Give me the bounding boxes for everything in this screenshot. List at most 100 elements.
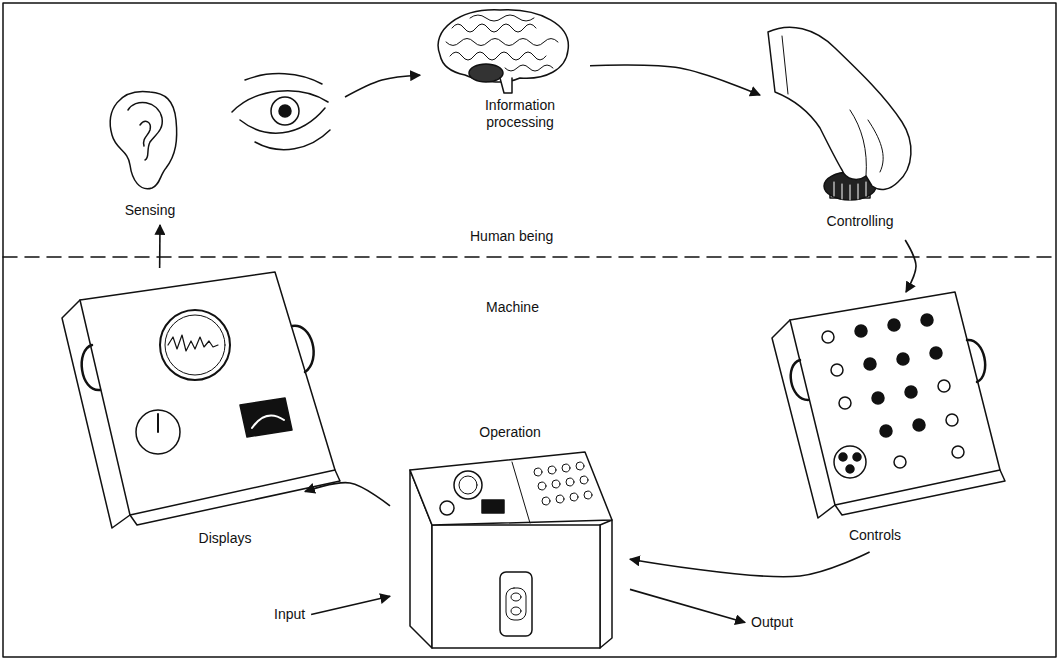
finger-line xyxy=(868,120,883,172)
eye-brow xyxy=(245,74,322,84)
brain-fold xyxy=(450,52,546,60)
knob-open xyxy=(822,331,834,343)
button xyxy=(584,491,592,499)
divider-line xyxy=(3,256,1056,258)
knob-open xyxy=(831,364,843,376)
meter-arc xyxy=(252,416,284,429)
window-part xyxy=(511,607,521,615)
panel-handle xyxy=(82,345,100,390)
machine-front xyxy=(432,525,600,648)
eye-pupil xyxy=(279,105,291,117)
knob-open xyxy=(938,380,950,392)
flow-arrow xyxy=(590,65,760,95)
window-part xyxy=(506,588,526,620)
button xyxy=(562,464,570,472)
control-panel xyxy=(790,292,1000,505)
caption: Information processing xyxy=(467,97,573,131)
input-label: Input xyxy=(268,604,311,625)
region-label: Machine xyxy=(486,299,539,316)
machine-dial xyxy=(459,476,477,494)
button xyxy=(538,482,546,490)
flow-arrow xyxy=(905,240,916,292)
button xyxy=(548,466,556,474)
knob-dark xyxy=(930,347,942,359)
panel-handle xyxy=(967,340,985,382)
frame xyxy=(3,3,1056,657)
knob-dark xyxy=(888,319,900,331)
brain-cerebellum xyxy=(469,64,503,82)
region-label: Human being xyxy=(470,228,553,245)
button xyxy=(566,478,574,486)
knob-dark xyxy=(905,386,917,398)
brain-fold xyxy=(505,65,553,71)
socket-pin xyxy=(853,453,861,461)
flow-arrow xyxy=(630,552,870,577)
knob-dark xyxy=(897,353,909,365)
brain-fold xyxy=(446,39,558,46)
eye-iris xyxy=(271,97,299,125)
controlling-figure: Controlling xyxy=(760,10,925,240)
console-divider xyxy=(512,462,530,523)
machine-window xyxy=(500,572,532,636)
button xyxy=(570,493,578,501)
socket xyxy=(834,446,866,478)
knob-open xyxy=(946,414,958,426)
ear-canal xyxy=(140,121,150,146)
eye-fold xyxy=(255,130,330,150)
hand-cuff xyxy=(782,36,788,94)
button xyxy=(552,480,560,488)
knob-dark xyxy=(913,419,925,431)
flow-arrow xyxy=(305,483,390,506)
knob-dark xyxy=(855,325,867,337)
caption: Displays xyxy=(199,530,252,547)
displays-panel: Displays xyxy=(50,268,305,551)
machine-dial xyxy=(440,501,454,515)
caption: Sensing xyxy=(125,202,176,219)
knob-ridges xyxy=(834,182,866,200)
ear-fold xyxy=(128,102,162,160)
hand-outline xyxy=(768,27,911,189)
machine-dial xyxy=(454,471,482,499)
knob-dark xyxy=(921,314,933,326)
knob-dark xyxy=(864,358,876,370)
caption: Controls xyxy=(849,527,901,544)
flow-arrow xyxy=(345,75,420,97)
ear-outline xyxy=(110,92,176,189)
button xyxy=(542,497,550,505)
machine-meter xyxy=(482,500,504,513)
sensing-figure: Sensing xyxy=(95,65,345,225)
signal-wave xyxy=(168,335,218,351)
panel-handle xyxy=(292,326,314,372)
button xyxy=(556,495,564,503)
panel-handle xyxy=(791,360,808,400)
display-panel xyxy=(80,272,335,515)
socket-pin xyxy=(846,465,854,473)
brain-outline xyxy=(438,10,568,82)
flow-arrow xyxy=(311,596,390,614)
knob-dark xyxy=(880,425,892,437)
processing-figure: Information processing xyxy=(420,5,590,140)
button xyxy=(576,462,584,470)
oscilloscope xyxy=(160,310,230,380)
button xyxy=(534,468,542,476)
output-label: Output xyxy=(745,612,799,633)
machine-buttons xyxy=(534,462,592,505)
meter xyxy=(240,398,292,437)
caption: Output xyxy=(751,614,793,631)
finger-line xyxy=(850,110,866,176)
dial xyxy=(136,410,180,454)
operation-machine: Operation xyxy=(390,420,630,652)
socket-pin xyxy=(839,453,847,461)
window-part xyxy=(511,593,521,601)
knob-open xyxy=(952,446,964,458)
dial-needle xyxy=(157,414,159,432)
button xyxy=(580,476,588,484)
oscilloscope-screen xyxy=(165,315,225,375)
knob-open xyxy=(839,397,851,409)
knob-dark xyxy=(872,392,884,404)
knob-open xyxy=(894,456,906,468)
flow-arrow xyxy=(159,225,161,268)
knob-grid xyxy=(822,314,964,478)
